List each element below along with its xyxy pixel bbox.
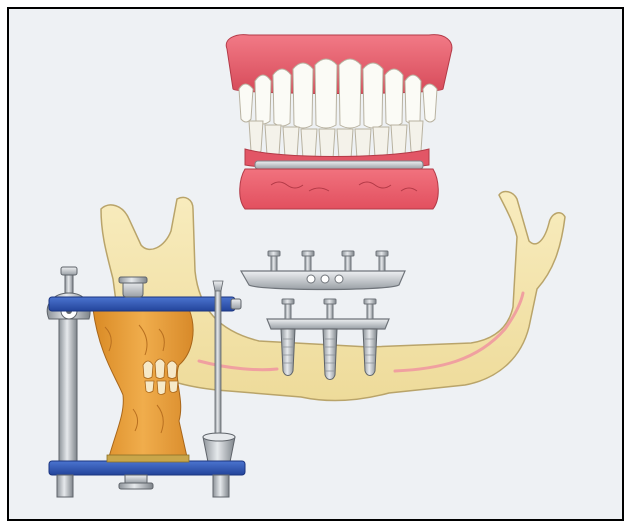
cast-teeth [143,359,178,395]
illustration-svg [9,9,622,519]
denture-model [226,35,452,209]
articulator-upper-arm [49,297,235,311]
dental-illustration [7,7,624,521]
superstructure-bar [241,251,405,290]
incisal-pin [215,289,221,439]
implant-bar [267,299,389,329]
articulator-lower-base [49,461,245,475]
articulator [47,267,245,497]
articulator-post [59,319,77,461]
